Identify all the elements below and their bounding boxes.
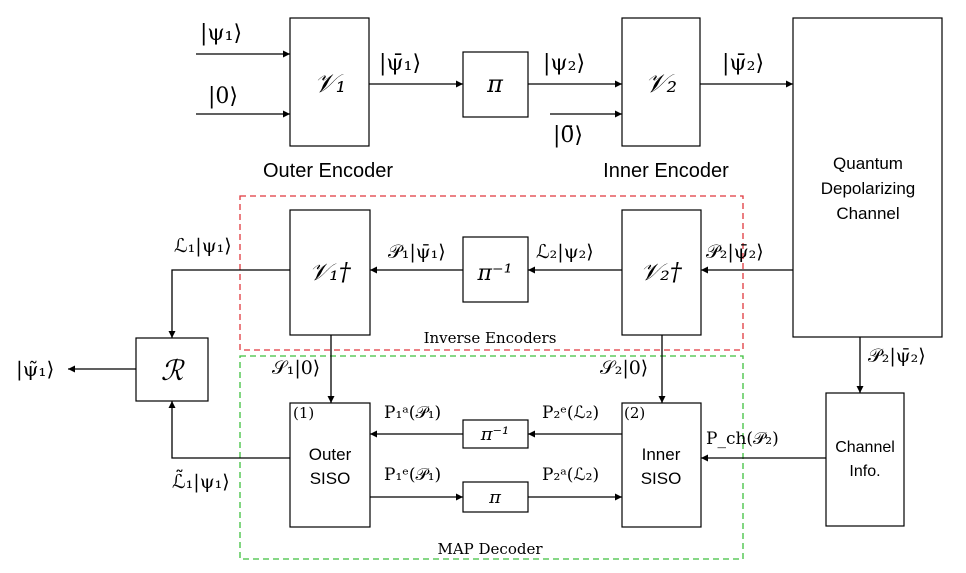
channel-line-1: Quantum: [833, 154, 903, 173]
signal-wires: [68, 50, 864, 501]
quantum-channel-box: [792, 17, 943, 338]
inverse-encoders-region: [239, 195, 744, 351]
outer-siso-box: [289, 402, 371, 528]
outer-siso-index: (1): [293, 404, 314, 422]
inverse-encoders-caption: Inverse Encoders: [424, 329, 557, 347]
p2-psi2-bar-down-label: 𝒫₂|ψ̄₂⟩: [868, 345, 926, 367]
zero-bar-label: |0̄⟩: [553, 123, 583, 148]
channel-line-2: Depolarizing: [821, 179, 916, 198]
map-decoder-caption: MAP Decoder: [437, 540, 543, 558]
channel-line-3: Channel: [836, 204, 899, 223]
s1-zero-label: 𝒮₁|0⟩: [272, 357, 320, 379]
pi-inverse-symbol: π⁻¹: [477, 261, 513, 286]
inner-siso-line-2: SISO: [641, 469, 682, 488]
p1a-label: P₁ᵃ(𝒫₁): [384, 403, 441, 423]
l1-psi1-label: ℒ₁|ψ₁⟩: [174, 235, 232, 257]
channel-info-line-2: Info.: [849, 463, 880, 480]
output-label: |ψ̃₁⟩: [16, 357, 54, 382]
interleaver-symbol: π: [486, 70, 504, 98]
inner-siso-index: (2): [624, 404, 645, 422]
channel-info-line-1: Channel: [835, 439, 895, 456]
siso-deinterleaver-symbol: π⁻¹: [480, 424, 510, 445]
input-psi1-label: |ψ₁⟩: [200, 21, 242, 46]
inner-siso-line-1: Inner: [642, 445, 681, 464]
p1-psi1-bar-label: 𝒫₁|ψ̄₁⟩: [388, 241, 446, 263]
psi2-bar-label: |ψ̄₂⟩: [722, 51, 764, 76]
outer-siso-line-2: SISO: [310, 469, 351, 488]
p1e-label: P₁ᵉ(𝒫₁): [384, 465, 441, 485]
inner-encoder-box: [621, 17, 701, 147]
inverse-inner-encoder-box: [621, 209, 702, 336]
deinterleaver-box: [462, 236, 529, 303]
inner-encoder-caption: Inner Encoder: [603, 160, 729, 182]
p2a-label: P₂ᵃ(ℒ₂): [542, 465, 599, 485]
inverse-outer-encoder-box: [289, 209, 371, 336]
outer-siso-line-1: Outer: [309, 445, 352, 464]
outer-encoder-caption: Outer Encoder: [263, 160, 393, 182]
inner-encoder-symbol: 𝒱₂: [645, 69, 677, 99]
siso-interleaver-box: [462, 481, 529, 513]
input-zero-label: |0⟩: [208, 84, 238, 109]
interleaver-box: [462, 51, 529, 118]
s2-zero-label: 𝒮₂|0⟩: [600, 357, 648, 379]
outer-encoder-symbol: 𝒱₁: [314, 69, 346, 99]
v2-dagger-symbol: 𝒱₂†: [640, 258, 683, 286]
channel-info-box: [825, 392, 905, 527]
siso-deinterleaver-box: [462, 419, 529, 449]
recovery-symbol: ℛ: [161, 354, 185, 387]
l1-tilde-psi1-label: ℒ̃₁|ψ₁⟩: [172, 470, 230, 493]
psi1-bar-label: |ψ̄₁⟩: [379, 51, 421, 76]
inner-siso-box: [621, 402, 702, 528]
psi2-label: |ψ₂⟩: [543, 51, 585, 76]
p2e-label: P₂ᵉ(ℒ₂): [542, 403, 599, 423]
v1-dagger-symbol: 𝒱₁†: [309, 258, 352, 286]
p2-psi2-bar-in-label: 𝒫₂|ψ̄₂⟩: [706, 241, 764, 263]
recovery-box: [135, 337, 209, 402]
outer-encoder-box: [289, 17, 370, 147]
l2-psi2-label: ℒ₂|ψ₂⟩: [536, 241, 594, 263]
pch-label: P_ch(𝒫₂): [706, 429, 779, 449]
siso-interleaver-symbol: π: [488, 487, 502, 508]
